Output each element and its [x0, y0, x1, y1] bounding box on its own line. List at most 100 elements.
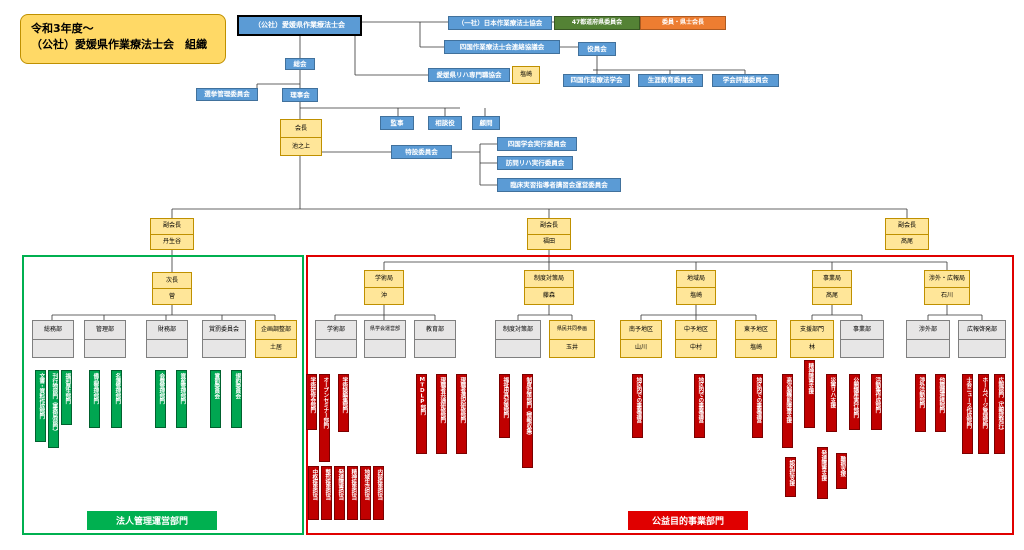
public-region: [306, 255, 1014, 535]
dept-support: 支援部門林: [790, 320, 834, 358]
admin-item: 名簿管理部門: [111, 370, 122, 428]
dept-education: 教育部: [414, 320, 456, 358]
public-item: 地区内での事業運営: [632, 374, 643, 438]
dept-label: 県民共同参画: [556, 326, 587, 333]
public-item: 整形疾患担当: [321, 466, 332, 520]
vp-right-box: 副会長 髙尾: [885, 218, 929, 250]
dept-label: 学術部: [326, 325, 345, 333]
bureau-title: 地域局: [686, 275, 705, 282]
deputy-name: 菅: [153, 288, 191, 304]
public-item: 難病支援: [836, 453, 847, 489]
dept-cooperation: 県民共同参画玉井: [549, 320, 595, 358]
public-item: 学術誌編集部門: [338, 374, 349, 432]
public-item: 士会ニュース作成部門: [962, 374, 973, 454]
chart-title: 令和3年度～ （公社）愛媛県作業療法士会 組織: [20, 14, 226, 64]
public-item: 精神疾患担当: [347, 466, 358, 520]
dept-label: 南予地区: [628, 325, 653, 333]
public-item: 現職者共通研修部門: [436, 374, 447, 454]
public-item: 発達障害担当: [334, 466, 345, 520]
dept-label: 財務部: [157, 325, 176, 333]
bureau-title: 学術局: [374, 275, 393, 282]
vp-title: 副会長: [539, 222, 558, 230]
bureau-name: 沖: [365, 287, 403, 304]
vp-name: 髙尾: [886, 233, 928, 250]
dept-business: 事業部: [840, 320, 884, 358]
dept-name: 林: [791, 338, 833, 358]
president-name: 池之上: [281, 137, 321, 155]
special-committee-box: 特設委員会: [391, 145, 452, 159]
dept-name: 土居: [256, 338, 296, 358]
management-box: 管理部: [84, 320, 126, 358]
dept-name: 中村: [676, 338, 716, 358]
vp-center-box: 副会長 福田: [527, 218, 571, 250]
public-item: 他職種連携部門: [935, 374, 946, 432]
public-item: 渉外活動部門: [915, 374, 926, 432]
public-region-label: 公益目的事業部門: [628, 511, 748, 530]
bureau-region: 地域局塩崎: [676, 270, 716, 305]
public-item: ホームページ管理部門: [978, 374, 989, 454]
dept-label: 賞罰委員会: [208, 325, 239, 333]
shikoku-exec-box: 四国学会実行委員会: [497, 137, 577, 151]
dept-label: 支援部門: [799, 325, 824, 333]
pref-member-box: 委員・県士会長: [640, 16, 726, 30]
shikoku-gakkai-box: 四国作業療法学会: [563, 74, 630, 87]
public-item: 災害リハ支援: [826, 374, 837, 432]
vp-title: 副会長: [897, 222, 916, 230]
dept-south: 南予地区山川: [620, 320, 662, 358]
bureau-name: 石川: [925, 287, 969, 304]
advisor-box: 相談役: [428, 116, 462, 130]
dept-label: 広報啓発部: [966, 325, 997, 333]
main-org-box: （公社）愛媛県作業療法士会: [237, 15, 362, 36]
president-box: 会長 池之上: [280, 119, 322, 156]
admin-item: 会費管理部門: [155, 370, 166, 428]
admin-item: 資産管理部門: [176, 370, 187, 428]
public-item: 制度対策部門（情報収集）: [522, 374, 533, 468]
rehab-council-box: 愛媛県リハ専門職協会: [428, 68, 510, 82]
dept-pr: 広報啓発部: [958, 320, 1006, 358]
bureau-title: 制度対策局: [533, 275, 564, 282]
dept-name: 塩崎: [736, 338, 776, 358]
public-item: 高次脳機能障害支援: [782, 374, 793, 448]
evaluation-box: 学会評議委員会: [712, 74, 779, 87]
board-box: 理事会: [282, 88, 318, 102]
dept-label: 県学会運営部: [369, 326, 400, 333]
deputy-title: 次長: [165, 276, 178, 284]
vp-name: 福田: [528, 233, 570, 250]
reward-committee-box: 賞罰委員会: [202, 320, 246, 358]
bureau-academic: 学術局沖: [364, 270, 404, 305]
public-item: 精神障害支援: [804, 360, 815, 428]
vp-left-box: 副会長 丹生谷: [150, 218, 194, 250]
dept-label: 企画調整部: [260, 325, 291, 333]
visit-rehab-exec-box: 訪問リハ実行委員会: [497, 156, 573, 170]
public-item: 広報部門（広報誌発行）: [994, 374, 1005, 454]
dept-label: 中予地区: [683, 325, 708, 333]
bureau-system: 制度対策局藤森: [524, 270, 574, 305]
public-item: 地域生活担当: [360, 466, 371, 520]
deputy-box: 次長 菅: [152, 272, 192, 305]
dept-label: 制度対策部: [502, 325, 533, 333]
shikoku-council-box: 四国作業療法士会連絡協議会: [444, 40, 560, 54]
public-item: 現職者選択研修部門: [456, 374, 467, 454]
dept-east: 東予地区塩崎: [735, 320, 777, 358]
general-meeting-box: 総会: [285, 58, 315, 70]
prefectures-box: 47都道府県委員会: [554, 16, 640, 30]
admin-item: 刊行物部門（事務局部門）: [48, 370, 59, 448]
general-affairs-box: 総務部: [32, 320, 74, 358]
auditor-box: 監事: [380, 116, 414, 130]
public-item: 福祉用具対策部門: [499, 374, 510, 438]
dept-label: 総務部: [43, 325, 62, 333]
bureau-name: 髙尾: [813, 287, 851, 304]
title-org: （公社）愛媛県作業療法士会 組織: [31, 37, 207, 51]
public-item: 活動集作成部門: [871, 374, 882, 430]
bureau-title: 事業局: [822, 275, 841, 282]
bureau-name: 塩崎: [677, 287, 715, 304]
admin-region: [22, 255, 304, 535]
counselor-box: 顧問: [472, 116, 500, 130]
admin-region-label: 法人管理運営部門: [87, 511, 217, 530]
dept-label: 事業部: [852, 325, 871, 333]
public-item: 内部疾患担当: [373, 466, 384, 520]
dept-name: 山川: [621, 338, 661, 358]
public-item: 発達障害支援: [817, 447, 828, 499]
dept-label: 渉外部: [918, 325, 937, 333]
